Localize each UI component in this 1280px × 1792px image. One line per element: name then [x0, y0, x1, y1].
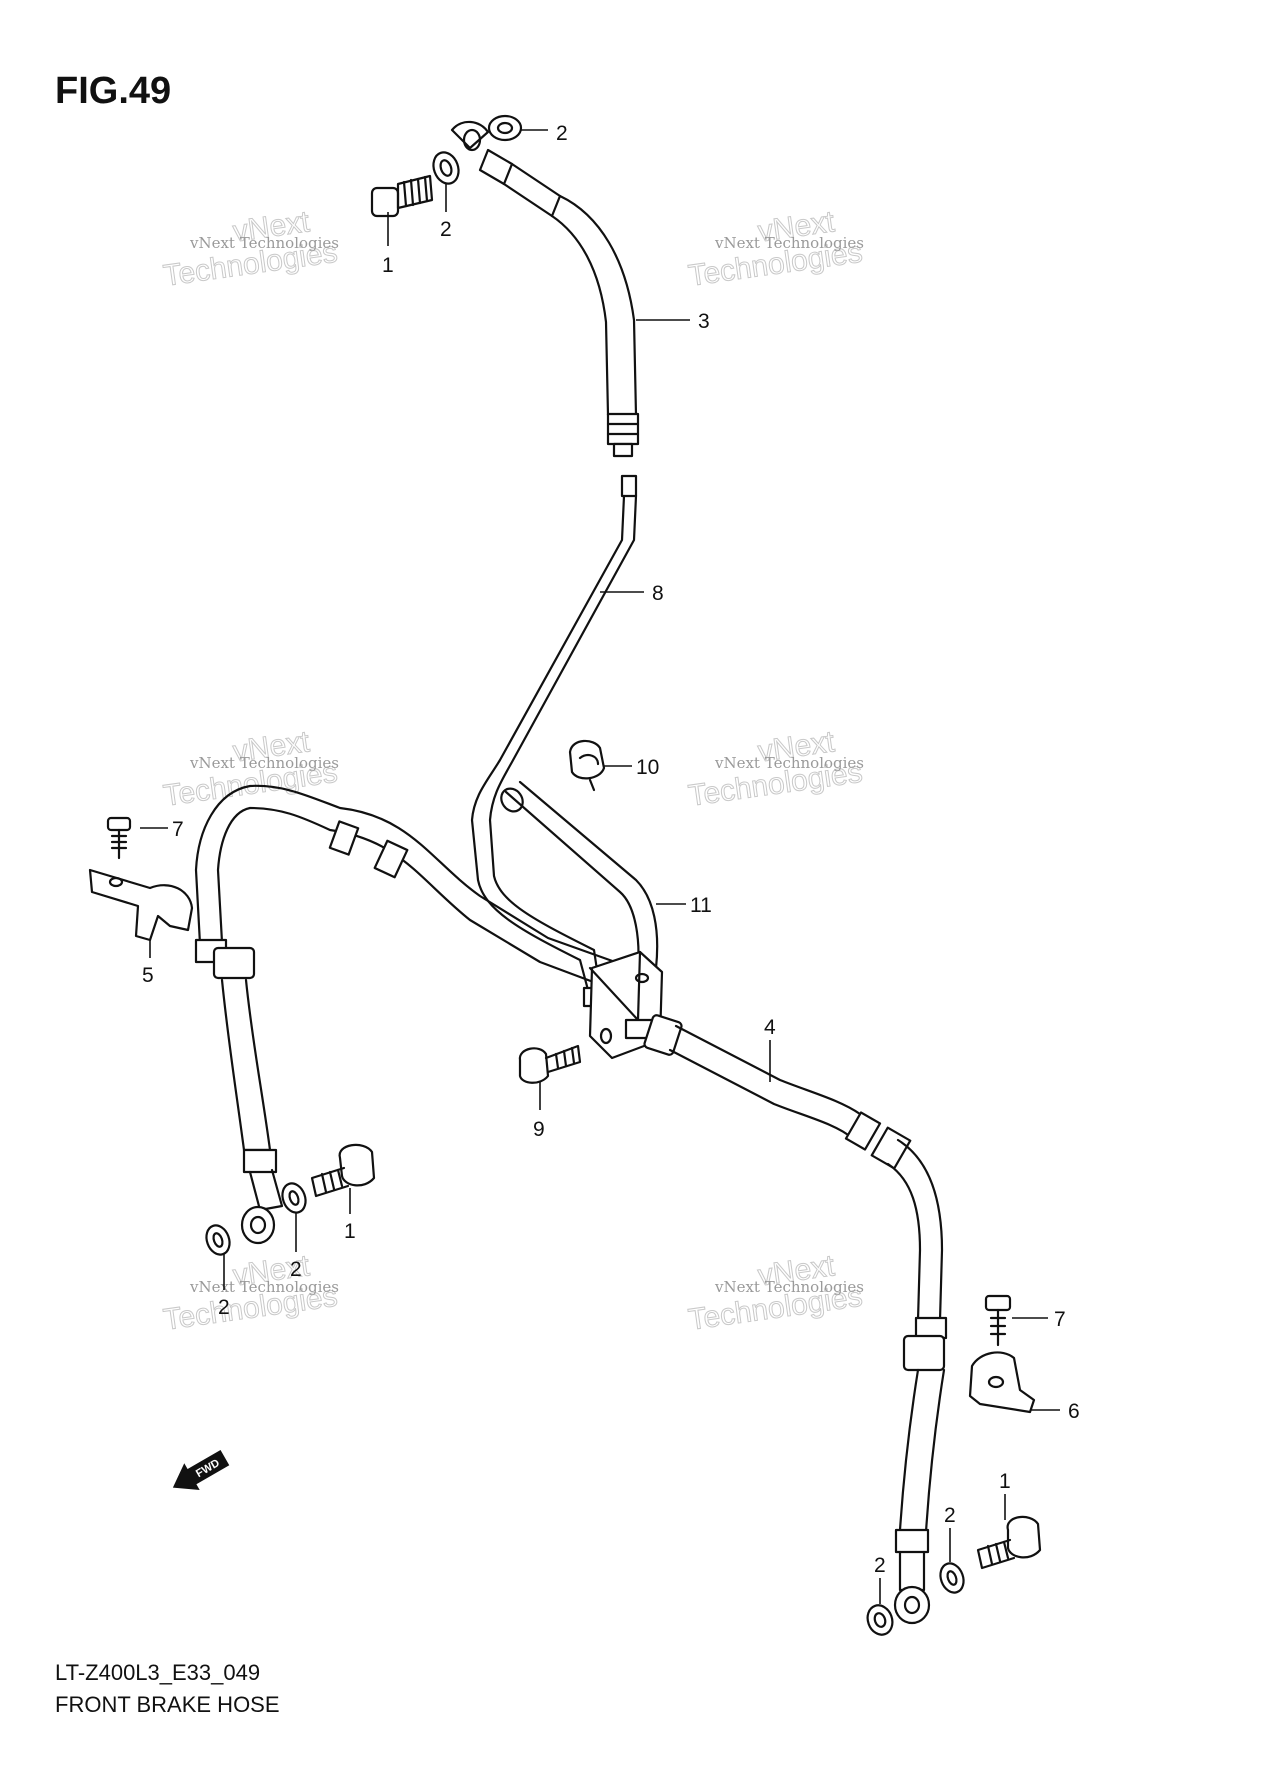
forward-direction-marker: FWD	[172, 1450, 230, 1490]
washer-left-a	[281, 1182, 307, 1214]
brake-hose-right	[624, 1014, 948, 1625]
svg-text:vNext Technologies: vNext Technologies	[714, 754, 864, 772]
watermark: Technologies vNext vNext Technologies	[686, 725, 865, 814]
callout-1: 1	[382, 254, 394, 277]
brake-hose-left	[194, 784, 634, 1245]
callout-4: 4	[764, 1016, 776, 1039]
callout-2: 2	[944, 1504, 956, 1527]
union-bolt-left	[310, 1143, 376, 1198]
svg-text:vNext Technologies: vNext Technologies	[189, 754, 339, 772]
washer-top-left	[432, 151, 460, 185]
leader-lines	[140, 129, 1060, 1604]
callout-8: 8	[652, 582, 664, 605]
callout-9: 9	[533, 1118, 545, 1141]
hose-bracket-right	[968, 1294, 1036, 1414]
svg-text:vNext Technologies: vNext Technologies	[189, 234, 339, 252]
washer-top-right	[487, 114, 523, 142]
watermark-group: Technologies vNext vNext Technologies Te…	[161, 205, 865, 1338]
callout-11: 11	[690, 894, 712, 917]
clamp-clip	[568, 739, 606, 792]
watermark: Technologies vNext vNext Technologies	[686, 205, 865, 294]
svg-text:vNext Technologies: vNext Technologies	[714, 234, 864, 252]
washer-right-b	[866, 1604, 894, 1636]
washer-right-a	[939, 1562, 965, 1594]
watermark: Technologies vNext vNext Technologies	[161, 725, 340, 814]
watermark: Technologies vNext vNext Technologies	[161, 1249, 340, 1338]
brake-pipe	[470, 474, 638, 1008]
callout-2: 2	[218, 1296, 230, 1319]
callout-5: 5	[142, 964, 154, 987]
hose-bracket-left	[88, 816, 194, 942]
callout-1: 1	[999, 1470, 1011, 1493]
callout-7: 7	[1054, 1308, 1066, 1331]
diagram-caption: FRONT BRAKE HOSE	[55, 1692, 280, 1717]
washer-left-b	[205, 1224, 231, 1256]
hose-segment	[500, 780, 659, 974]
brake-hose-top	[450, 120, 640, 458]
callout-1: 1	[344, 1220, 356, 1243]
callout-2: 2	[874, 1554, 886, 1577]
callout-6: 6	[1068, 1400, 1080, 1423]
callout-10: 10	[636, 756, 659, 779]
watermark: Technologies vNext vNext Technologies	[161, 205, 340, 294]
callout-3: 3	[698, 310, 710, 333]
junction-bolt	[518, 1044, 582, 1084]
callout-2: 2	[440, 218, 452, 241]
callout-labels: 1 2 2 3 8 10 7 5 11 4 9 1 2 2 7 6 1 2 2	[142, 122, 1080, 1577]
callout-7: 7	[172, 818, 184, 841]
callout-2: 2	[290, 1258, 302, 1281]
diagram-code: LT-Z400L3_E33_049	[55, 1660, 261, 1685]
union-bolt-right	[976, 1515, 1042, 1570]
svg-text:vNext Technologies: vNext Technologies	[714, 1278, 864, 1296]
figure-title: FIG.49	[55, 70, 172, 112]
svg-text:vNext Technologies: vNext Technologies	[189, 1278, 339, 1296]
watermark: Technologies vNext vNext Technologies	[686, 1249, 865, 1338]
union-bolt-top	[370, 174, 434, 218]
callout-2: 2	[556, 122, 568, 145]
